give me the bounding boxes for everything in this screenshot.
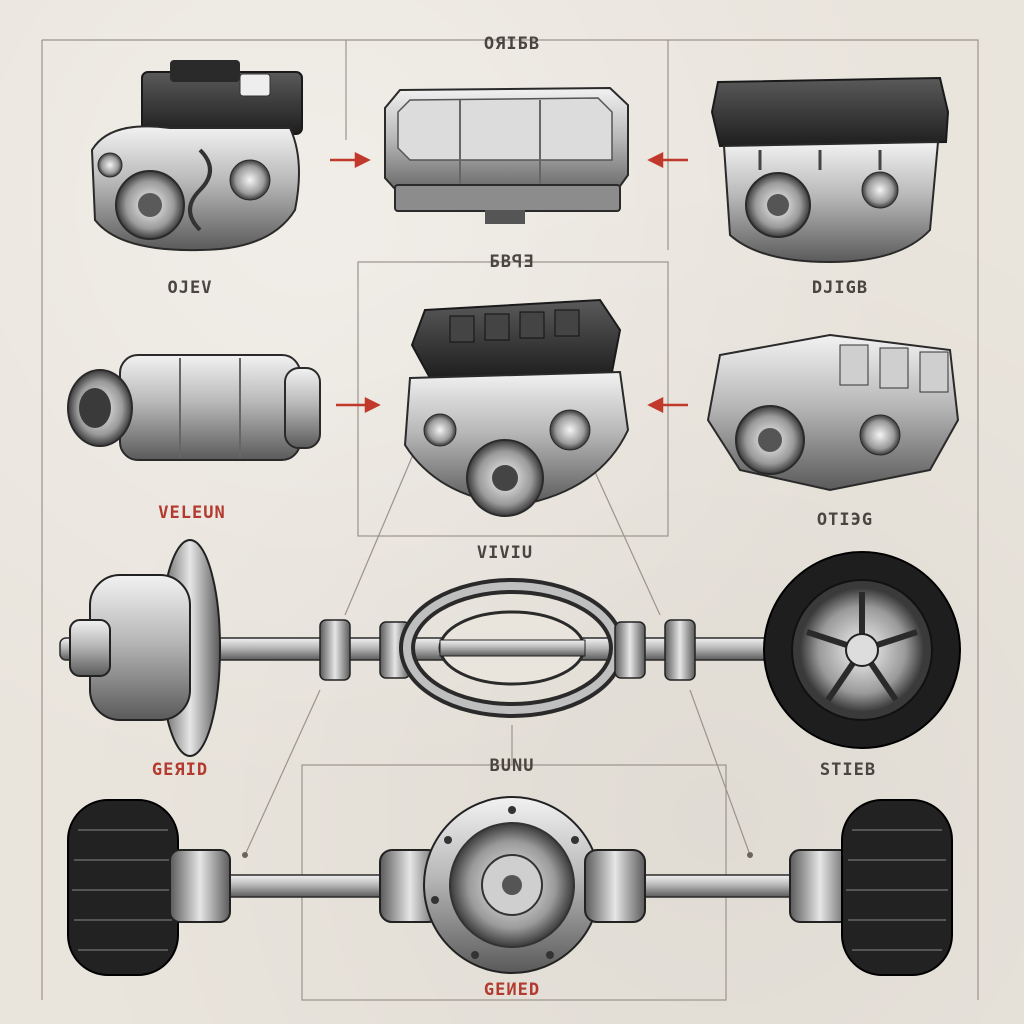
lower-axle-icon — [67, 796, 953, 976]
converter-mid-left-icon — [67, 354, 321, 461]
engine-center-icon — [403, 298, 630, 517]
label-top-left: OJEV — [167, 278, 213, 298]
wheel-right-icon — [763, 551, 961, 749]
housing-top-center-icon — [384, 86, 629, 224]
tire-right-icon — [841, 799, 953, 976]
arrow-mid-left-icon — [336, 396, 381, 414]
label-center-box: ƂBꟼƎ — [489, 252, 535, 272]
arrow-mid-right-icon — [647, 396, 688, 414]
axle-joint-right-icon — [614, 619, 696, 681]
label-axle-left: GEЯID — [151, 760, 209, 780]
label-axle-center: BUNU — [489, 756, 535, 776]
engine-top-left-icon — [90, 60, 303, 252]
label-axle-right: STIEB — [819, 760, 877, 780]
pointer-tips — [242, 852, 753, 858]
label-center-under: VIVIU — [476, 543, 534, 563]
flow-arrows — [330, 151, 688, 414]
label-mid-left: VELEUN — [158, 503, 226, 523]
arrow-top-left-icon — [330, 151, 371, 169]
gearbox-mid-right-icon — [706, 333, 960, 492]
engine-top-right-icon — [710, 76, 950, 264]
label-mid-right: OTIЭG — [816, 510, 874, 530]
label-top-right: DJIGB — [811, 278, 869, 298]
brake-drum-left-icon — [69, 539, 221, 757]
differential-housing-icon — [423, 796, 601, 974]
tire-left-icon — [67, 799, 179, 976]
differential-ring-icon — [399, 578, 625, 718]
label-bottom-center: GEИED — [483, 980, 541, 1000]
arrow-top-right-icon — [647, 151, 688, 169]
label-top-center: OЯIƂB — [483, 34, 541, 54]
upper-axle-icon — [59, 539, 961, 757]
